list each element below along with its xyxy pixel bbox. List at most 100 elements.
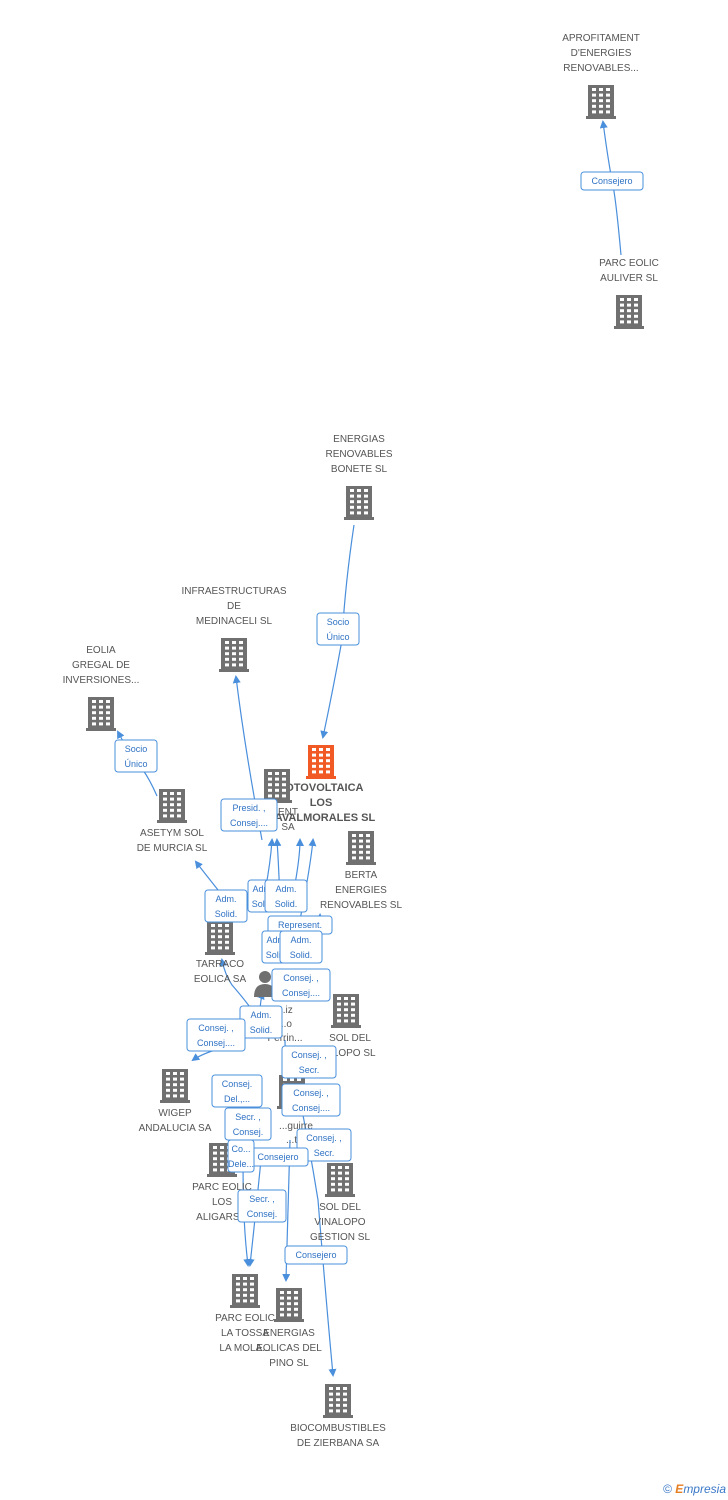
relation-label[interactable]: Adm.Solid.	[239, 1005, 283, 1039]
building-window	[213, 1157, 217, 1161]
building-window	[599, 104, 603, 108]
building-window	[606, 104, 610, 108]
building-window	[357, 511, 361, 515]
building-window	[287, 1307, 291, 1311]
building-window	[627, 320, 631, 324]
building-window	[627, 309, 631, 313]
building-window	[312, 764, 316, 768]
relation-label[interactable]: Co... Dele...	[227, 1139, 255, 1173]
building-window	[351, 997, 355, 1000]
building-window	[220, 1151, 224, 1155]
relation-text: Consejero	[591, 176, 632, 186]
building-window	[287, 1296, 291, 1300]
building-window	[366, 839, 370, 843]
building-base	[323, 1415, 353, 1418]
node-label: LOS	[310, 797, 333, 809]
relation-text: Dele...	[228, 1159, 254, 1169]
relation-label[interactable]: Consej.Del.,...	[211, 1074, 263, 1108]
building-window	[268, 794, 272, 798]
building-window	[606, 99, 610, 103]
company-node[interactable]: SOL DEL...LOPO SL	[324, 994, 376, 1059]
relation-label[interactable]: Consej. ,Secr.	[296, 1128, 352, 1162]
empresia-logo[interactable]: © Empresia	[663, 1482, 726, 1496]
relation-label[interactable]: Presid. ,Consej....	[220, 798, 278, 832]
relation-label[interactable]: Adm.Solid.	[279, 930, 323, 964]
relation-label[interactable]: Consej. ,Consej....	[271, 968, 331, 1002]
building-icon	[230, 1274, 260, 1308]
building-window	[180, 1094, 184, 1098]
relation-label[interactable]: Consej. ,Consej....	[186, 1018, 246, 1052]
building-window	[350, 500, 354, 504]
building-window	[599, 99, 603, 103]
building-window	[592, 104, 596, 108]
person-node[interactable]: ...iz...oPerrin...	[254, 971, 303, 1044]
building-window	[280, 1296, 284, 1300]
building-window	[177, 803, 181, 807]
building-window	[359, 845, 363, 849]
building-window	[331, 1171, 335, 1175]
building-window	[326, 770, 330, 774]
relation-label[interactable]: Consej. ,Secr.	[281, 1045, 337, 1079]
relation-text: Socio	[125, 744, 148, 754]
building-icon	[274, 1288, 304, 1322]
relation-label[interactable]: Consej. ,Consej....	[281, 1083, 341, 1117]
relation-text: Consej. ,	[293, 1088, 329, 1098]
relation-label[interactable]: Secr. ,Consej.	[237, 1189, 287, 1223]
relation-box	[580, 171, 644, 191]
building-window	[170, 803, 174, 807]
relation-label[interactable]: Consejero	[247, 1147, 309, 1167]
relation-label[interactable]: Adm.Solid.	[204, 889, 248, 923]
node-label: Perrin...	[267, 1033, 302, 1044]
building-window	[331, 1177, 335, 1181]
relation-label[interactable]: Adm.Solid.	[264, 879, 308, 913]
relation-box	[316, 612, 360, 646]
relation-text: Secr. ,	[235, 1112, 261, 1122]
building-window	[620, 303, 624, 307]
building-window	[250, 1299, 254, 1303]
building-window	[282, 794, 286, 798]
relation-text: Consejero	[257, 1152, 298, 1162]
building-window	[366, 856, 370, 860]
brand-name: mpresia	[683, 1482, 726, 1496]
relation-label[interactable]: Represent.	[267, 915, 333, 935]
relation-box	[237, 1189, 287, 1223]
building-window	[282, 777, 286, 781]
node-label: ...LOPO SL	[324, 1048, 376, 1059]
node-label: ANDALUCIA SA	[139, 1123, 212, 1134]
node-label: RENOVABLES SL	[320, 900, 403, 911]
building-window	[243, 1293, 247, 1297]
relation-text: Solid.	[275, 899, 298, 909]
building-window	[236, 1288, 240, 1292]
relation-text: Único	[326, 632, 349, 642]
company-node[interactable]: APROFITAMENTD'ENERGIESRENOVABLES...	[562, 33, 640, 119]
relation-label[interactable]: Consejero	[284, 1245, 348, 1265]
building-window	[177, 797, 181, 801]
building-window	[344, 1008, 348, 1012]
building-window	[218, 935, 222, 939]
relation-box	[204, 889, 248, 923]
relation-label[interactable]: Consejero	[580, 171, 644, 191]
relation-text: Adm.	[250, 1010, 271, 1020]
relation-text: Co...	[231, 1144, 250, 1154]
relation-label[interactable]: Secr. , Consej.	[224, 1107, 272, 1141]
building-window	[106, 722, 110, 726]
relation-text: Consej.	[233, 1127, 264, 1137]
building-window	[236, 1282, 240, 1286]
building-window	[220, 1168, 224, 1172]
